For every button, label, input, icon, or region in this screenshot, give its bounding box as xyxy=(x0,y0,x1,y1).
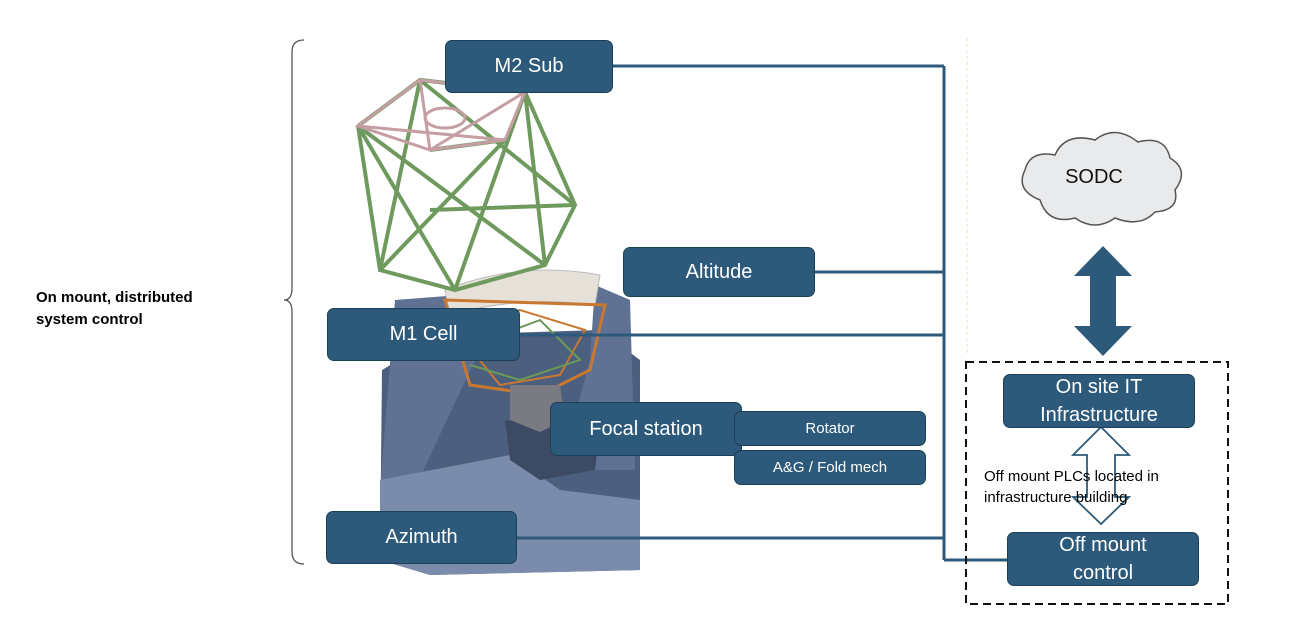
on-mount-label: On mount, distributed system control xyxy=(36,287,193,331)
double-arrow xyxy=(1074,246,1132,356)
altitude-box: Altitude xyxy=(623,247,815,297)
it-infrastructure-line2: Infrastructure xyxy=(1040,404,1158,426)
sodc-label: SODC xyxy=(1065,166,1123,188)
bracket xyxy=(283,39,305,565)
focal-station-box: Focal station xyxy=(550,402,742,456)
it-infrastructure-line1: On site IT xyxy=(1055,376,1143,398)
azimuth-box: Azimuth xyxy=(326,511,517,564)
off-mount-plc-note-line2: infrastructure building xyxy=(984,489,1128,506)
rotator-box: Rotator xyxy=(734,411,926,446)
off-mount-control-box: Off mount control xyxy=(1007,532,1199,586)
connector-lines xyxy=(516,64,1008,562)
off-mount-control-line2: control xyxy=(1072,562,1134,584)
off-mount-control-line1: Off mount xyxy=(1059,534,1147,556)
off-mount-plc-note: Off mount PLCs located in infrastructure… xyxy=(984,466,1159,508)
hollow-double-arrow xyxy=(1070,425,1132,526)
cloud-shape xyxy=(1021,131,1183,226)
ag-fold-mech-box: A&G / Fold mech xyxy=(734,450,926,485)
dashed-boundary xyxy=(965,361,1229,605)
it-infrastructure-box: On site IT Infrastructure xyxy=(1003,374,1195,428)
off-mount-plc-note-line1: Off mount PLCs located in xyxy=(984,468,1159,485)
m1-cell-box: M1 Cell xyxy=(327,308,520,361)
on-mount-label-line1: On mount, distributed xyxy=(36,289,193,306)
on-mount-label-line2: system control xyxy=(36,311,143,328)
m2-sub-box: M2 Sub xyxy=(445,40,613,93)
